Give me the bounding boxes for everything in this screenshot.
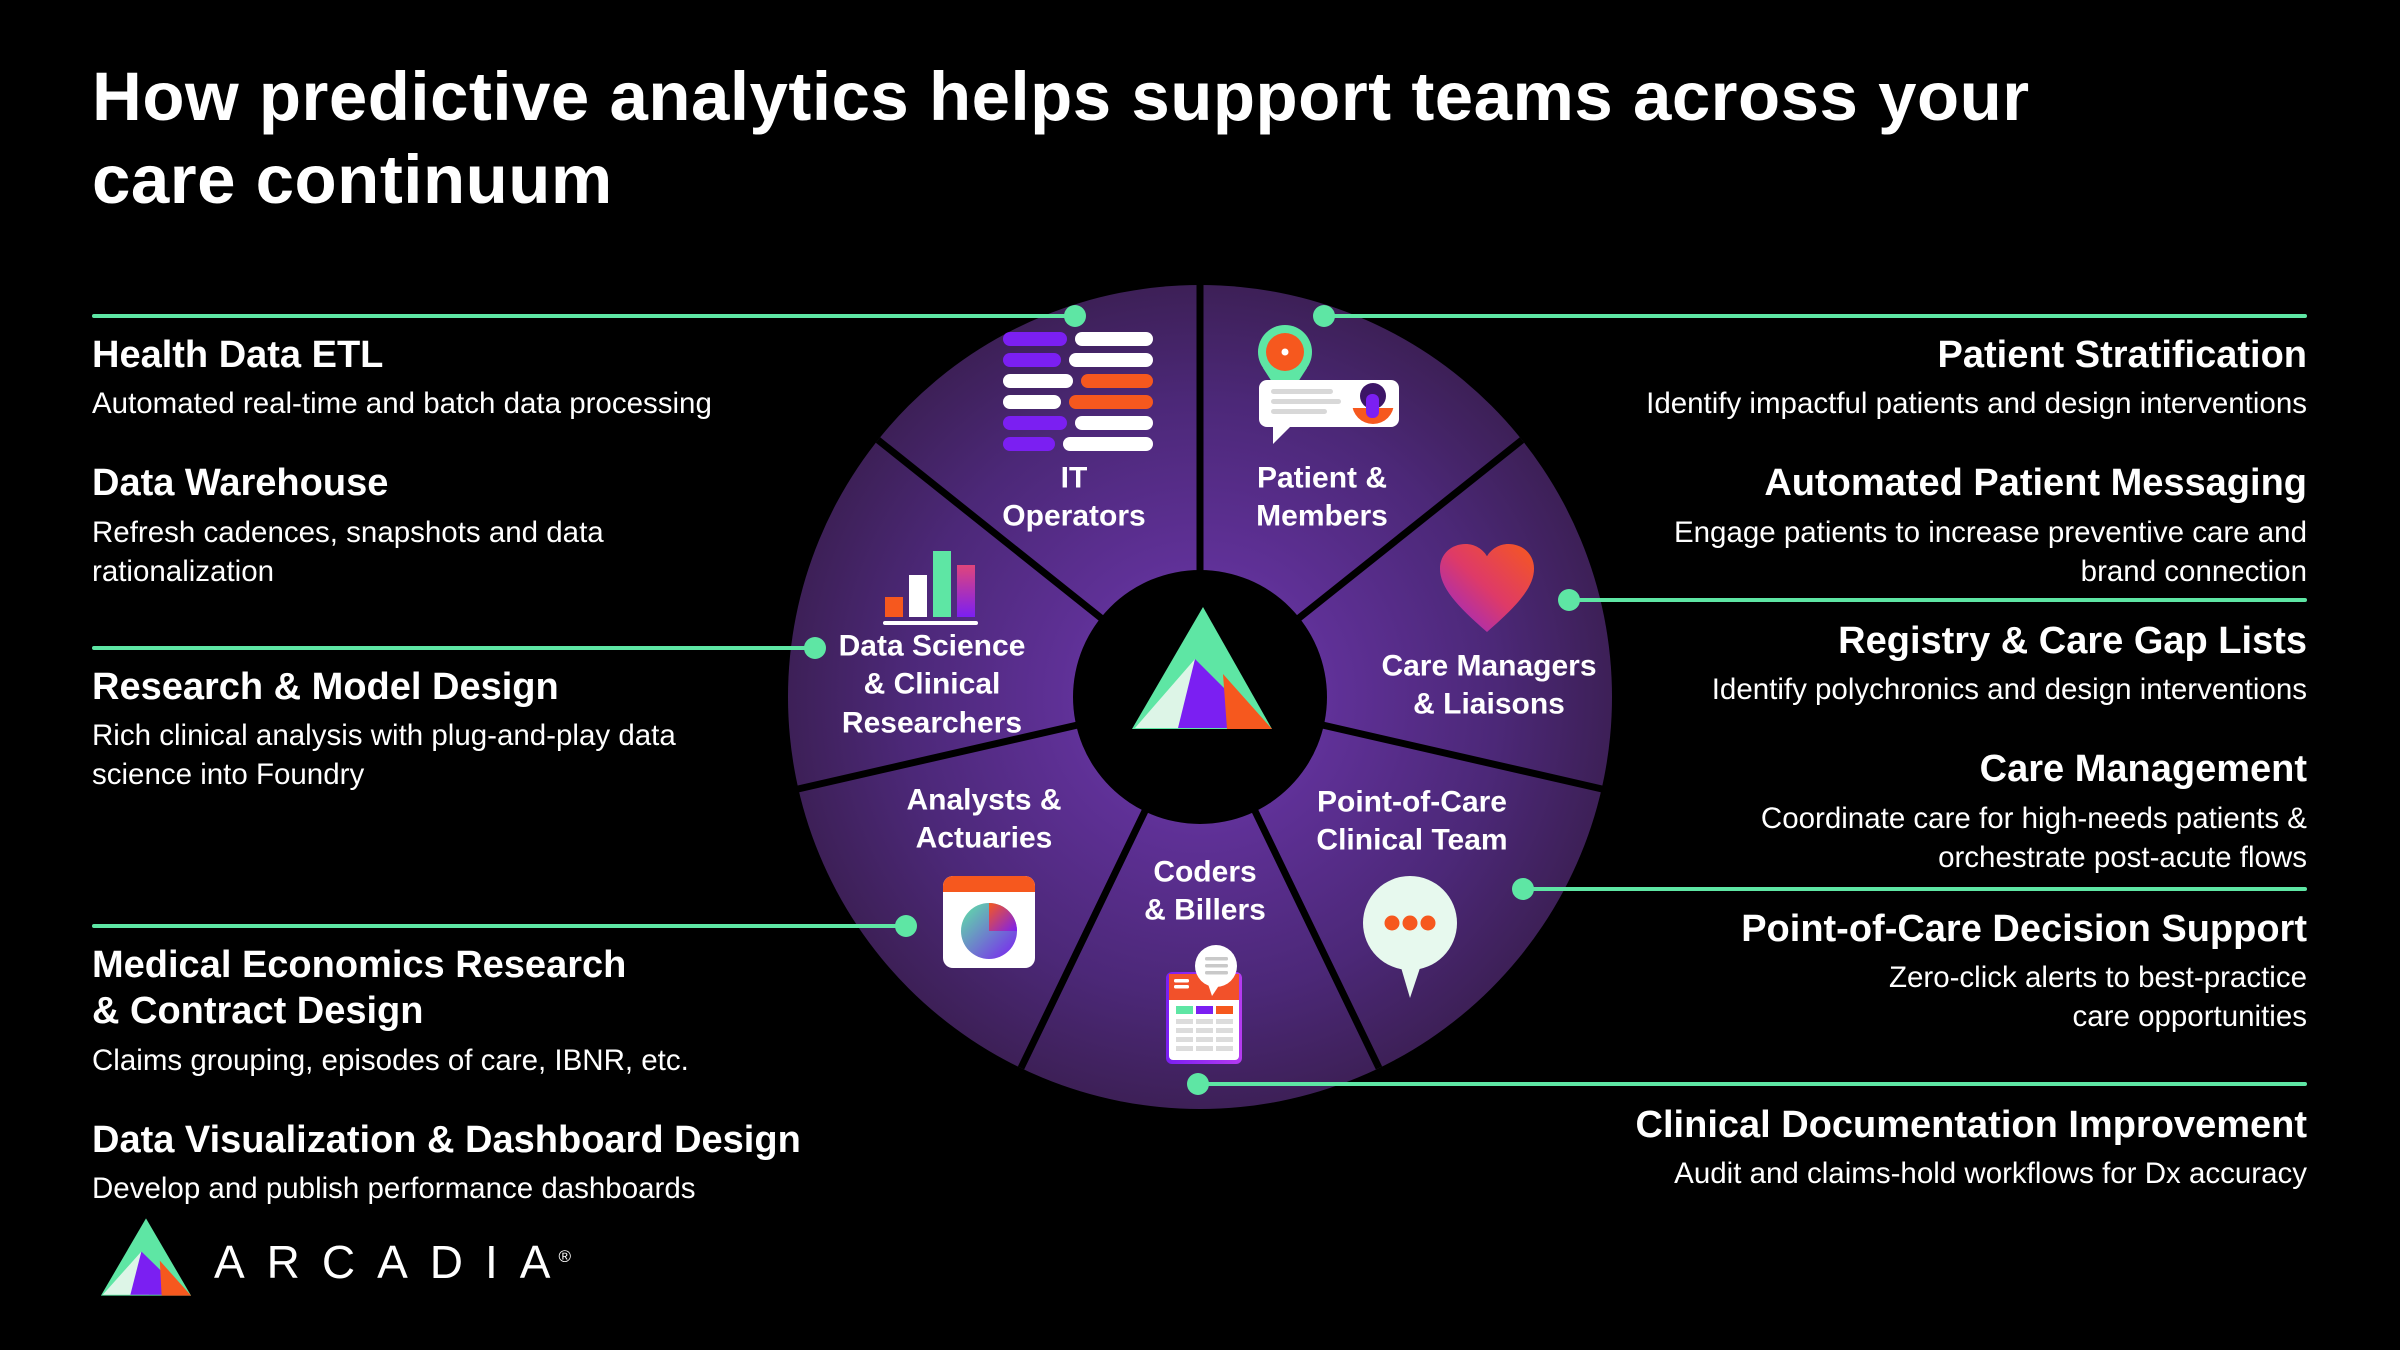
connector-line-care-managers: [1569, 598, 2307, 602]
connector-dot-patient-members: [1313, 305, 1335, 327]
segment-label-coders-billers: Coders & Billers: [1144, 855, 1266, 927]
arcadia-wordmark: ARCADIA®: [214, 1236, 573, 1288]
connector-line-patient-members: [1324, 314, 2307, 318]
callout-body: Automated real-time and batch data proce…: [92, 387, 712, 421]
callout-registry-care-gaps: Registry & Care Gap Lists Identify polyc…: [1712, 618, 2307, 710]
callout-heading: Clinical Documentation Improvement: [1635, 1104, 2307, 1146]
page-title: How predictive analytics helps support t…: [92, 58, 2030, 218]
arcadia-brand: ARCADIA®: [100, 1216, 571, 1298]
callout-body: Develop and publish performance dashboar…: [92, 1172, 696, 1206]
connector-line-point-of-care: [1523, 887, 2307, 891]
callout-body: Coordinate care for high-needs patients …: [1760, 801, 2307, 874]
avatar: [1352, 382, 1394, 424]
callout-body: Zero-click alerts to best-practice care …: [1888, 961, 2307, 1034]
left-group-data: Health Data ETL Automated real-time and …: [92, 332, 812, 592]
callout-body: Audit and claims-hold workflows for Dx a…: [1674, 1157, 2307, 1191]
callout-decision-support: Point-of-Care Decision Support Zero-clic…: [1741, 906, 2307, 1037]
connector-line-data-science: [92, 646, 815, 650]
segment-label-care-managers: Care Managers & Liaisons: [1381, 649, 1597, 721]
connector-line-analysts: [92, 924, 906, 928]
billing-document-icon: [1166, 945, 1242, 1064]
right-group-documentation: Clinical Documentation Improvement Audit…: [1527, 1102, 2307, 1194]
right-group-decision-support: Point-of-Care Decision Support Zero-clic…: [1587, 906, 2307, 1037]
connector-line-coders-billers: [1198, 1082, 2307, 1086]
connector-dot-it-operators: [1064, 305, 1086, 327]
right-group-care: Registry & Care Gap Lists Identify polyc…: [1587, 618, 2307, 878]
segment-label-point-of-care: Point-of-Care Clinical Team: [1316, 785, 1508, 857]
connector-dot-data-science: [804, 637, 826, 659]
callout-health-data-etl: Health Data ETL Automated real-time and …: [92, 332, 812, 424]
pie-chart-icon: [943, 876, 1035, 968]
callout-clinical-documentation: Clinical Documentation Improvement Audit…: [1636, 1102, 2307, 1194]
left-group-research: Research & Model Design Rich clinical an…: [92, 664, 812, 795]
callout-research-model-design: Research & Model Design Rich clinical an…: [92, 664, 812, 795]
callout-data-visualization: Data Visualization & Dashboard Design De…: [92, 1117, 872, 1209]
segment-dividers: [797, 285, 1603, 1070]
callout-automated-messaging: Automated Patient Messaging Engage patie…: [1674, 460, 2307, 591]
registered-mark: ®: [558, 1246, 572, 1266]
segment-label-it-operators: IT Operators: [1002, 461, 1146, 533]
chat-card: [1259, 380, 1399, 444]
callout-body: Rich clinical analysis with plug-and-pla…: [92, 719, 676, 792]
segment-label-data-science: Data Science & Clinical Researchers: [838, 629, 1026, 740]
segment-label-analysts-actuaries: Analysts & Actuaries: [906, 783, 1062, 855]
callout-heading: Data Warehouse: [92, 462, 389, 505]
callout-body: Engage patients to increase preventive c…: [1673, 515, 2307, 588]
connector-line-it-operators: [92, 314, 1075, 318]
callout-body: Identify polychronics and design interve…: [1711, 673, 2307, 707]
callout-heading: Research & Model Design: [92, 666, 559, 708]
callout-heading: Care Management: [1979, 748, 2307, 791]
map-pin-chat-icon: [1258, 325, 1399, 444]
left-group-economics: Medical Economics Research & Contract De…: [92, 942, 872, 1209]
callout-body: Claims grouping, episodes of care, IBNR,…: [92, 1043, 689, 1077]
connector-dot-point-of-care: [1512, 878, 1534, 900]
arcadia-logo-icon: [100, 1218, 192, 1296]
heart-icon: [1439, 544, 1535, 632]
callout-heading: Medical Economics Research & Contract De…: [92, 944, 627, 1033]
callout-heading: Automated Patient Messaging: [1764, 462, 2307, 505]
callout-care-management: Care Management Coordinate care for high…: [1761, 746, 2307, 877]
connector-dot-care-managers: [1558, 589, 1580, 611]
segment-label-patient-members: Patient & Members: [1256, 461, 1388, 533]
callout-heading: Registry & Care Gap Lists: [1838, 620, 2307, 662]
callout-data-warehouse: Data Warehouse Refresh cadences, snapsho…: [92, 460, 812, 591]
receipt-bubble: [1195, 945, 1237, 996]
connector-dot-analysts: [895, 915, 917, 937]
connector-dot-coders-billers: [1187, 1073, 1209, 1095]
callout-medical-economics: Medical Economics Research & Contract De…: [92, 942, 872, 1081]
callout-heading: Patient Stratification: [1937, 334, 2308, 376]
callout-heading: Health Data ETL: [92, 334, 384, 376]
chat-bubble-icon: [1363, 876, 1457, 998]
bar-chart-icon: [883, 551, 978, 625]
callout-heading: Point-of-Care Decision Support: [1741, 908, 2307, 950]
callout-body: Refresh cadences, snapshots and data rat…: [92, 515, 604, 588]
right-group-patient: Patient Stratification Identify impactfu…: [1587, 332, 2307, 592]
callout-heading: Data Visualization & Dashboard Design: [92, 1118, 801, 1161]
callout-body: Identify impactful patients and design i…: [1646, 387, 2307, 421]
arcadia-triangle-logo-icon: [1132, 607, 1272, 729]
stacked-bars-icon: [1003, 332, 1153, 451]
callout-patient-stratification: Patient Stratification Identify impactfu…: [1646, 332, 2307, 424]
